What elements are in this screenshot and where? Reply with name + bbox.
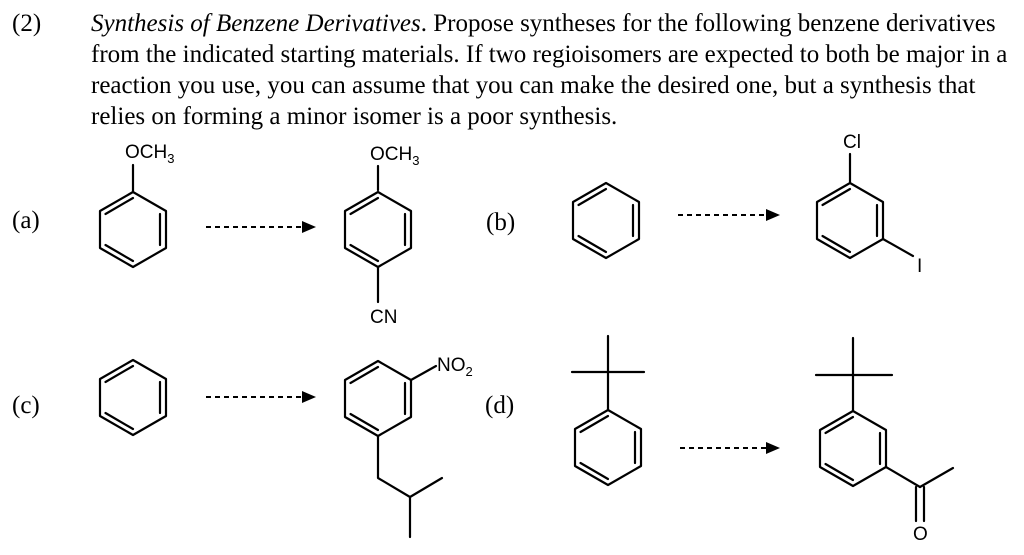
- part-b-product-top-group: Cl: [843, 132, 861, 153]
- part-a-start-group: OCH: [125, 142, 167, 163]
- benzene-ring: [815, 181, 885, 260]
- part-b-product-chloroiodobenzene: Cl I: [815, 132, 922, 277]
- part-d-product-tert-butylacetophenone: O: [814, 336, 955, 545]
- part-c-product-group-sub: 2: [466, 364, 473, 379]
- svg-text:NO2: NO2: [437, 355, 473, 379]
- benzene-ring: [818, 409, 888, 488]
- part-a-product-top-group: OCH: [370, 144, 412, 165]
- part-a-reaction-arrow: [206, 221, 316, 233]
- part-a-label: (a): [12, 207, 40, 234]
- question-title: Synthesis of Benzene Derivatives: [91, 10, 421, 37]
- question-text: Synthesis of Benzene Derivatives. Propos…: [91, 8, 1016, 132]
- part-d-product-carbonyl-o: O: [913, 524, 928, 545]
- part-c-product-isobutylnitrobenzene: NO2: [343, 355, 473, 539]
- benzene-ring: [573, 408, 643, 487]
- part-c-product-group: NO: [437, 355, 466, 376]
- part-c-reaction-arrow: [206, 391, 316, 403]
- part-a-product-bottom-group: CN: [370, 307, 397, 328]
- benzene-ring: [343, 359, 413, 438]
- part-a-product-top-group-sub: 3: [412, 153, 419, 168]
- question-body: . Propose syntheses for the following be…: [91, 10, 1008, 130]
- part-a-start-group-sub: 3: [167, 151, 174, 166]
- benzene-ring: [98, 190, 168, 269]
- part-a-starting-material-anisole: OCH3: [98, 142, 174, 269]
- benzene-ring: [343, 190, 413, 269]
- part-c-starting-material-benzene: [98, 358, 168, 437]
- question-number: (2): [12, 10, 42, 37]
- part-a-product-anisonitrile: OCH3 CN: [343, 144, 419, 328]
- part-d-label: (d): [485, 392, 514, 419]
- part-b-label: (b): [486, 209, 515, 236]
- part-d-starting-material-tert-butylbenzene: [570, 334, 646, 487]
- part-b-product-meta-group: I: [917, 256, 922, 277]
- svg-text:OCH3: OCH3: [125, 142, 174, 166]
- part-b-starting-material-benzene: [571, 181, 641, 260]
- part-d-reaction-arrow: [680, 442, 780, 454]
- svg-text:OCH3: OCH3: [370, 144, 419, 168]
- part-b-reaction-arrow: [678, 209, 780, 221]
- part-c-label: (c): [12, 392, 40, 419]
